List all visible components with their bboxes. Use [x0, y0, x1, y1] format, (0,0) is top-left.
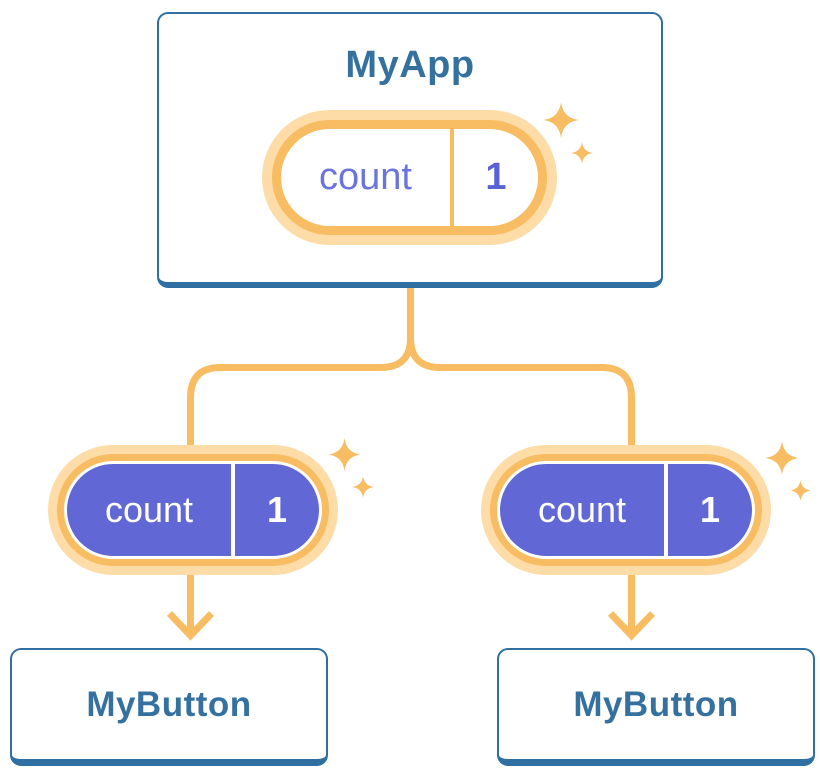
pill-divider: [450, 129, 454, 226]
component-title-myapp: MyApp: [345, 44, 475, 86]
branch-line-left: [187, 288, 414, 452]
component-title-mybutton-right: MyButton: [573, 684, 739, 724]
state-name-root: count: [319, 156, 412, 198]
sparkles-icon: [765, 441, 811, 501]
state-value-root: 1: [485, 156, 507, 198]
state-value-child-left: 1: [266, 489, 288, 530]
arrow-left-head: [166, 611, 215, 641]
state-name-child-left: count: [104, 489, 194, 530]
state-pill-root: count 1: [272, 120, 547, 235]
sparkles-icon: [543, 102, 593, 164]
state-pill-child-left: count 1: [64, 461, 322, 559]
component-card-mybutton-right: MyButton: [497, 648, 815, 766]
component-title-mybutton-left: MyButton: [86, 684, 252, 724]
state-value-child-right: 1: [699, 489, 721, 530]
sparkles-icon: [328, 438, 374, 498]
state-pill-child-right: count 1: [497, 461, 755, 559]
pill-divider: [664, 464, 668, 556]
state-name-child-right: count: [537, 489, 627, 530]
component-card-mybutton-left: MyButton: [10, 648, 328, 766]
branch-line-right: [407, 288, 635, 452]
pill-divider: [231, 464, 235, 556]
arrow-right-head: [607, 611, 656, 641]
